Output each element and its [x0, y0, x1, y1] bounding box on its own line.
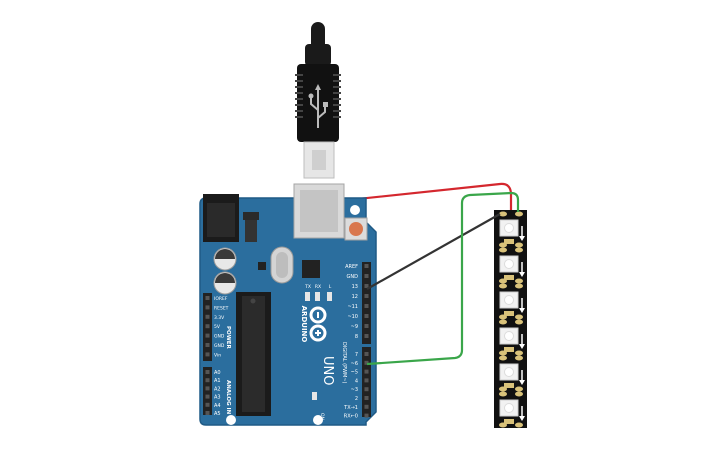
digital-pin-label: 4 [355, 378, 358, 384]
digital-pin-label: ~5 [351, 370, 358, 376]
usb-cable-icon[interactable] [295, 22, 341, 179]
power-led-icon [312, 392, 317, 400]
analog-pin[interactable] [205, 394, 210, 399]
analog-pin-label: A4 [214, 403, 221, 409]
digital-pin[interactable] [364, 404, 369, 409]
digital-pin-label: AREF [345, 264, 358, 270]
digital-pin[interactable] [364, 369, 369, 374]
digital-pin[interactable] [364, 352, 369, 356]
power-header-title: POWER [225, 326, 231, 350]
crystal-oscillator-icon [270, 246, 294, 284]
reset-button-icon[interactable] [344, 217, 368, 241]
digital-pin[interactable] [364, 284, 369, 288]
digital-pin[interactable] [364, 387, 369, 392]
analog-pin-label: A3 [214, 395, 221, 401]
power-pin-label: 5V [214, 324, 221, 330]
analog-pin-label: A0 [214, 370, 221, 376]
digital-pin-label: 13 [352, 284, 358, 290]
analog-header-title: ANALOG IN [225, 380, 231, 415]
digital-pin-label: 12 [352, 294, 358, 300]
power-pin-label: GND [214, 334, 225, 340]
power-pin[interactable] [205, 296, 210, 300]
digital-pin-label: 2 [355, 396, 358, 402]
digital-pin[interactable] [364, 304, 369, 308]
digital-pin-label: 8 [355, 334, 358, 340]
digital-pin[interactable] [364, 360, 369, 365]
digital-pin[interactable] [364, 413, 369, 418]
power-pin[interactable] [205, 314, 210, 319]
neopixel-led-icon[interactable] [499, 247, 525, 284]
digital-pin-label: ~6 [351, 361, 358, 367]
analog-pin-label: A5 [214, 411, 221, 417]
digital-pin[interactable] [364, 396, 369, 400]
digital-pin-label: RX←0 [344, 414, 358, 420]
led-label-rx: RX [315, 284, 321, 290]
power-pin[interactable] [205, 324, 210, 329]
digital-pin[interactable] [364, 334, 369, 338]
neopixel-strip[interactable] [494, 210, 527, 428]
digital-pin[interactable] [364, 324, 369, 328]
digital-pin[interactable] [364, 314, 369, 318]
neopixel-led-icon[interactable] [499, 283, 525, 320]
led-label-tx: TX [304, 284, 311, 290]
digital-pin[interactable] [364, 274, 369, 278]
analog-pin[interactable] [205, 402, 210, 407]
power-pin-label: GND [214, 343, 225, 349]
power-pin-label: 3.3V [214, 315, 225, 321]
neopixel-led-icon[interactable] [499, 391, 525, 428]
analog-pin[interactable] [205, 378, 210, 383]
digital-header-top [362, 262, 371, 344]
digital-pin-label: ~3 [351, 387, 358, 393]
analog-pin[interactable] [205, 370, 210, 374]
digital-pin-label: ~10 [347, 314, 358, 320]
power-pin[interactable] [205, 305, 210, 310]
analog-pin[interactable] [205, 386, 210, 391]
analog-header [203, 367, 212, 415]
power-jack-icon [203, 194, 239, 242]
digital-pin[interactable] [364, 378, 369, 383]
neopixel-led-icon[interactable] [499, 355, 525, 392]
power-pin-label: Vin [214, 352, 221, 358]
digital-pin-label: TX→1 [343, 405, 358, 411]
voltage-regulator-icon [245, 220, 257, 242]
digital-pin[interactable] [364, 294, 369, 298]
on-label: ON [319, 413, 325, 420]
digital-pin-label: ~11 [347, 304, 358, 310]
digital-pin-label: 7 [355, 352, 358, 358]
neopixel-led-icon[interactable] [499, 319, 525, 356]
analog-pin-label: A1 [214, 378, 221, 384]
power-pin-label: RESET [214, 305, 229, 311]
digital-header-title: DIGITAL (PWM~) [341, 342, 347, 384]
power-pin[interactable] [205, 352, 210, 357]
arduino-logo: ARDUINO [300, 306, 327, 343]
digital-pin-label: ~9 [351, 324, 358, 330]
status-leds: TX RX L [304, 284, 332, 301]
neopixel-led-icon[interactable] [499, 211, 525, 248]
power-pin-label: IOREF [214, 296, 228, 302]
usb-controller-chip-icon [302, 260, 320, 278]
digital-pin[interactable] [364, 264, 369, 268]
power-pin[interactable] [205, 333, 210, 338]
analog-pin-label: A2 [214, 386, 221, 392]
analog-pin[interactable] [205, 411, 210, 415]
led-label-l: L [329, 284, 332, 290]
wire-green-d6[interactable] [366, 191, 520, 366]
usb-port-icon [293, 183, 345, 239]
arduino-uno-board[interactable]: TX RX L ON ARDUINO UNO IOREF RESET 3.3V 5V G… [199, 183, 377, 426]
power-pin[interactable] [205, 343, 210, 347]
microcontroller-chip-icon [236, 292, 271, 416]
capacitor-icon [213, 247, 237, 295]
digital-pin-label: GND [347, 274, 359, 280]
arduino-logo-text: ARDUINO [300, 306, 308, 343]
model-text: UNO [320, 356, 335, 385]
wire-black-gnd[interactable] [366, 213, 501, 290]
